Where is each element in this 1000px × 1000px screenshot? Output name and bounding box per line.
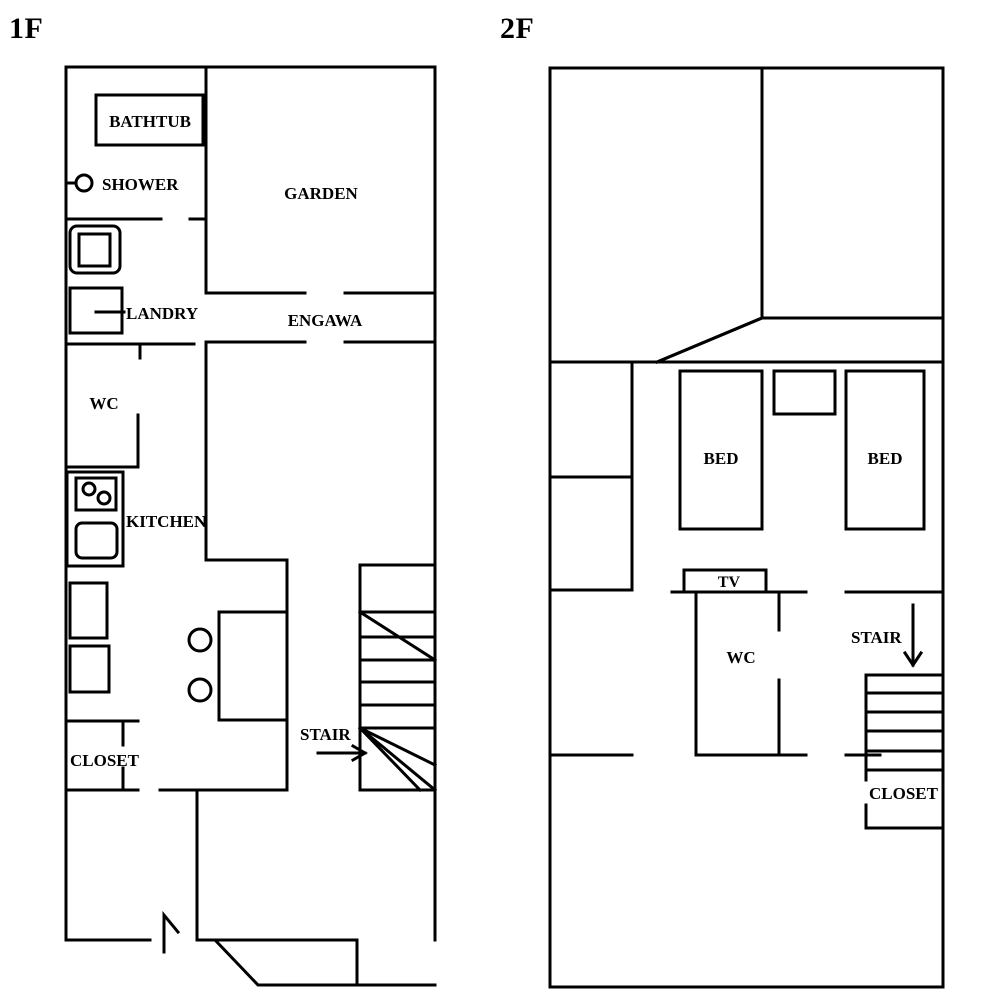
label-bathtub: BATHTUB [109, 112, 191, 131]
shower-head-icon [74, 173, 94, 193]
washbasin-outer [68, 224, 122, 275]
floor1-laundry-wc-wall [64, 342, 196, 360]
washbasin-inner [77, 232, 112, 268]
label-landry: LANDRY [126, 304, 198, 323]
floor1-plan [64, 65, 438, 987]
floor1-stair-enclosure [358, 563, 437, 792]
floor1-stair-winder-upper [357, 609, 438, 663]
floor1-closet-top-wall [64, 719, 140, 747]
label-wc-2f: WC [726, 648, 755, 667]
floor1-closet-bottom-wall [64, 766, 140, 792]
floor-title-2f: 2F [500, 12, 535, 45]
cabinet-lower [68, 644, 111, 694]
kitchen-sink [74, 521, 119, 560]
kitchen-counter [65, 470, 125, 568]
floor1-entry-splay-wall [195, 938, 437, 987]
floor2-void-diagonal-wall-ext [548, 316, 764, 364]
label-shower: SHOWER [102, 175, 179, 194]
label-closet-1f: CLOSET [70, 751, 140, 770]
floor2-stair-treads [864, 691, 945, 772]
floor2-closet-top-wall [844, 753, 882, 782]
floor1-entry-threshold [213, 938, 359, 987]
floor2-plan [548, 66, 945, 989]
floor1-outer-wall [64, 65, 437, 942]
bed-right [844, 369, 926, 531]
floor1-stair-treads [358, 610, 437, 730]
kitchen-stove [74, 476, 118, 512]
label-stair-1f: STAIR [300, 725, 351, 744]
label-garden: GARDEN [284, 184, 358, 203]
floor2-outer-wall [548, 66, 945, 989]
cabinet-upper [68, 581, 109, 640]
stove-burner-2-icon [96, 490, 112, 506]
chair-2-icon [187, 677, 213, 703]
floor1-stair-winder-fan [357, 725, 438, 793]
stove-burner-1-icon [81, 481, 97, 497]
bathtub-fixture [94, 93, 205, 147]
nightstand [772, 369, 837, 416]
floor2-stair-arrow-icon [902, 603, 924, 668]
label-closet-2f: CLOSET [869, 784, 939, 803]
label-tv: TV [718, 574, 741, 591]
chair-1-icon [187, 627, 213, 653]
bed-left [678, 369, 764, 531]
floor1-stair-arrow-icon [316, 743, 368, 763]
tv-stand [682, 568, 768, 594]
label-bed-left: BED [704, 449, 739, 468]
label-wc-1f: WC [89, 394, 118, 413]
label-kitchen: KITCHEN [126, 512, 207, 531]
dining-table [217, 610, 289, 722]
label-stair-2f: STAIR [851, 628, 902, 647]
label-bed-right: BED [868, 449, 903, 468]
label-engawa: ENGAWA [288, 311, 363, 330]
entry-door-swing-icon [162, 910, 181, 954]
floor-title-1f: 1F [9, 12, 44, 45]
floor1-living-wall-bottom [158, 788, 289, 942]
